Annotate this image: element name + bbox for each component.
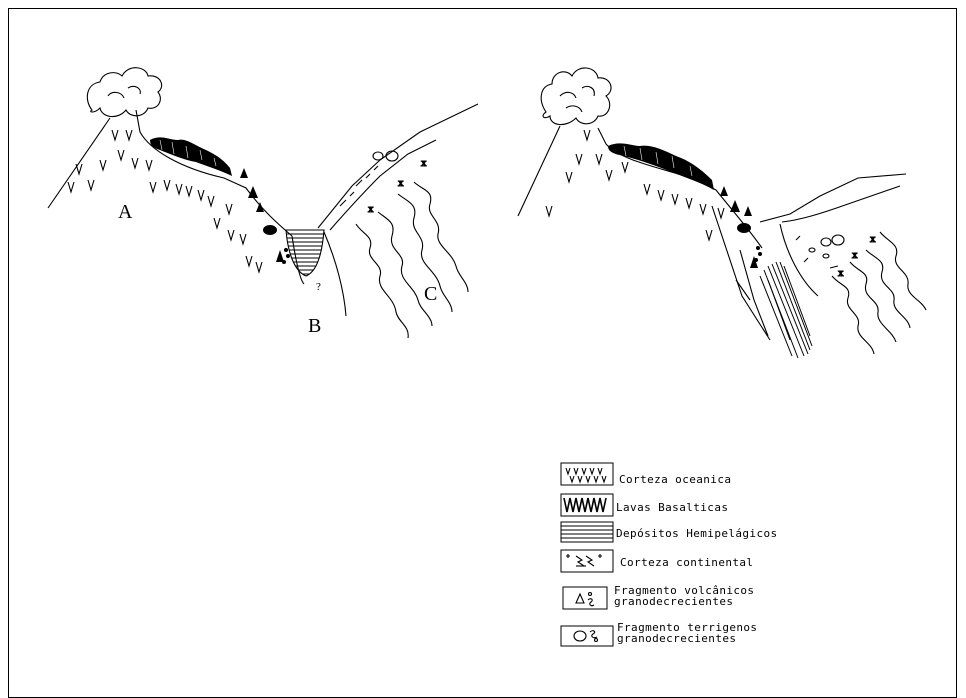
legend: Corteza oceanica Lavas Basalticas Depósi… <box>561 463 778 646</box>
label-b: B <box>308 315 321 337</box>
svg-text:x: x <box>838 267 844 279</box>
eruption-cloud-right <box>541 68 611 125</box>
terrigenous-fragments-swatch <box>561 626 613 646</box>
terrigenous-fragments-left <box>340 151 398 206</box>
continental-crust-left: x x x <box>356 157 468 338</box>
oceanic-crust-swatch <box>561 463 613 485</box>
legend-item-continental-crust: Corteza continental <box>561 550 753 572</box>
volcanic-fragments-right <box>720 186 762 268</box>
svg-text:x: x <box>852 249 858 261</box>
legend-label-oceanic-crust: Corteza oceanica <box>619 473 731 486</box>
legend-label-basalt-lavas: Lavas Basalticas <box>616 501 728 514</box>
volcanic-fragments-swatch <box>563 587 607 609</box>
eruption-cloud-left <box>87 68 161 117</box>
svg-text:x: x <box>870 233 876 245</box>
svg-text:x: x <box>368 203 374 215</box>
continental-slope-left <box>318 104 478 228</box>
legend-item-terrigenous-fragments: Fragmento terrigenos granodecrecientes <box>561 621 757 646</box>
legend-label-volcanic-fragments-2: granodecrecientes <box>614 595 733 608</box>
continental-crust-right: x x x <box>832 232 926 354</box>
legend-item-hemipelagic: Depósitos Hemipelágicos <box>561 522 778 542</box>
hemipelagic-swatch <box>561 522 613 542</box>
volcanic-fragments-left <box>240 168 290 264</box>
continental-crust-swatch <box>561 550 613 572</box>
legend-item-oceanic-crust: Corteza oceanica <box>561 463 731 486</box>
legend-item-basalt-lavas: Lavas Basalticas <box>561 494 728 516</box>
svg-text:x: x <box>421 157 427 169</box>
legend-label-hemipelagic: Depósitos Hemipelágicos <box>616 527 778 540</box>
basalt-lavas-left <box>150 137 232 176</box>
volcano-right-slope <box>518 126 560 216</box>
label-question: ? <box>316 281 321 293</box>
geologic-cross-sections: x x x A B C ? <box>0 0 966 683</box>
legend-label-terrigenous-fragments-2: granodecrecientes <box>617 632 736 645</box>
left-section: x x x A B C ? <box>48 68 478 338</box>
right-section: x x x <box>518 68 926 358</box>
label-a: A <box>118 201 133 223</box>
terrigenous-fragments-right <box>796 235 844 268</box>
legend-item-volcanic-fragments: Fragmento volcânicos granodecrecientes <box>563 584 754 609</box>
label-c: C <box>424 283 437 305</box>
continental-slope-right <box>760 174 906 222</box>
hemipelagic-deformed <box>760 262 812 358</box>
svg-text:x: x <box>398 177 404 189</box>
legend-label-continental-crust: Corteza continental <box>620 556 753 569</box>
